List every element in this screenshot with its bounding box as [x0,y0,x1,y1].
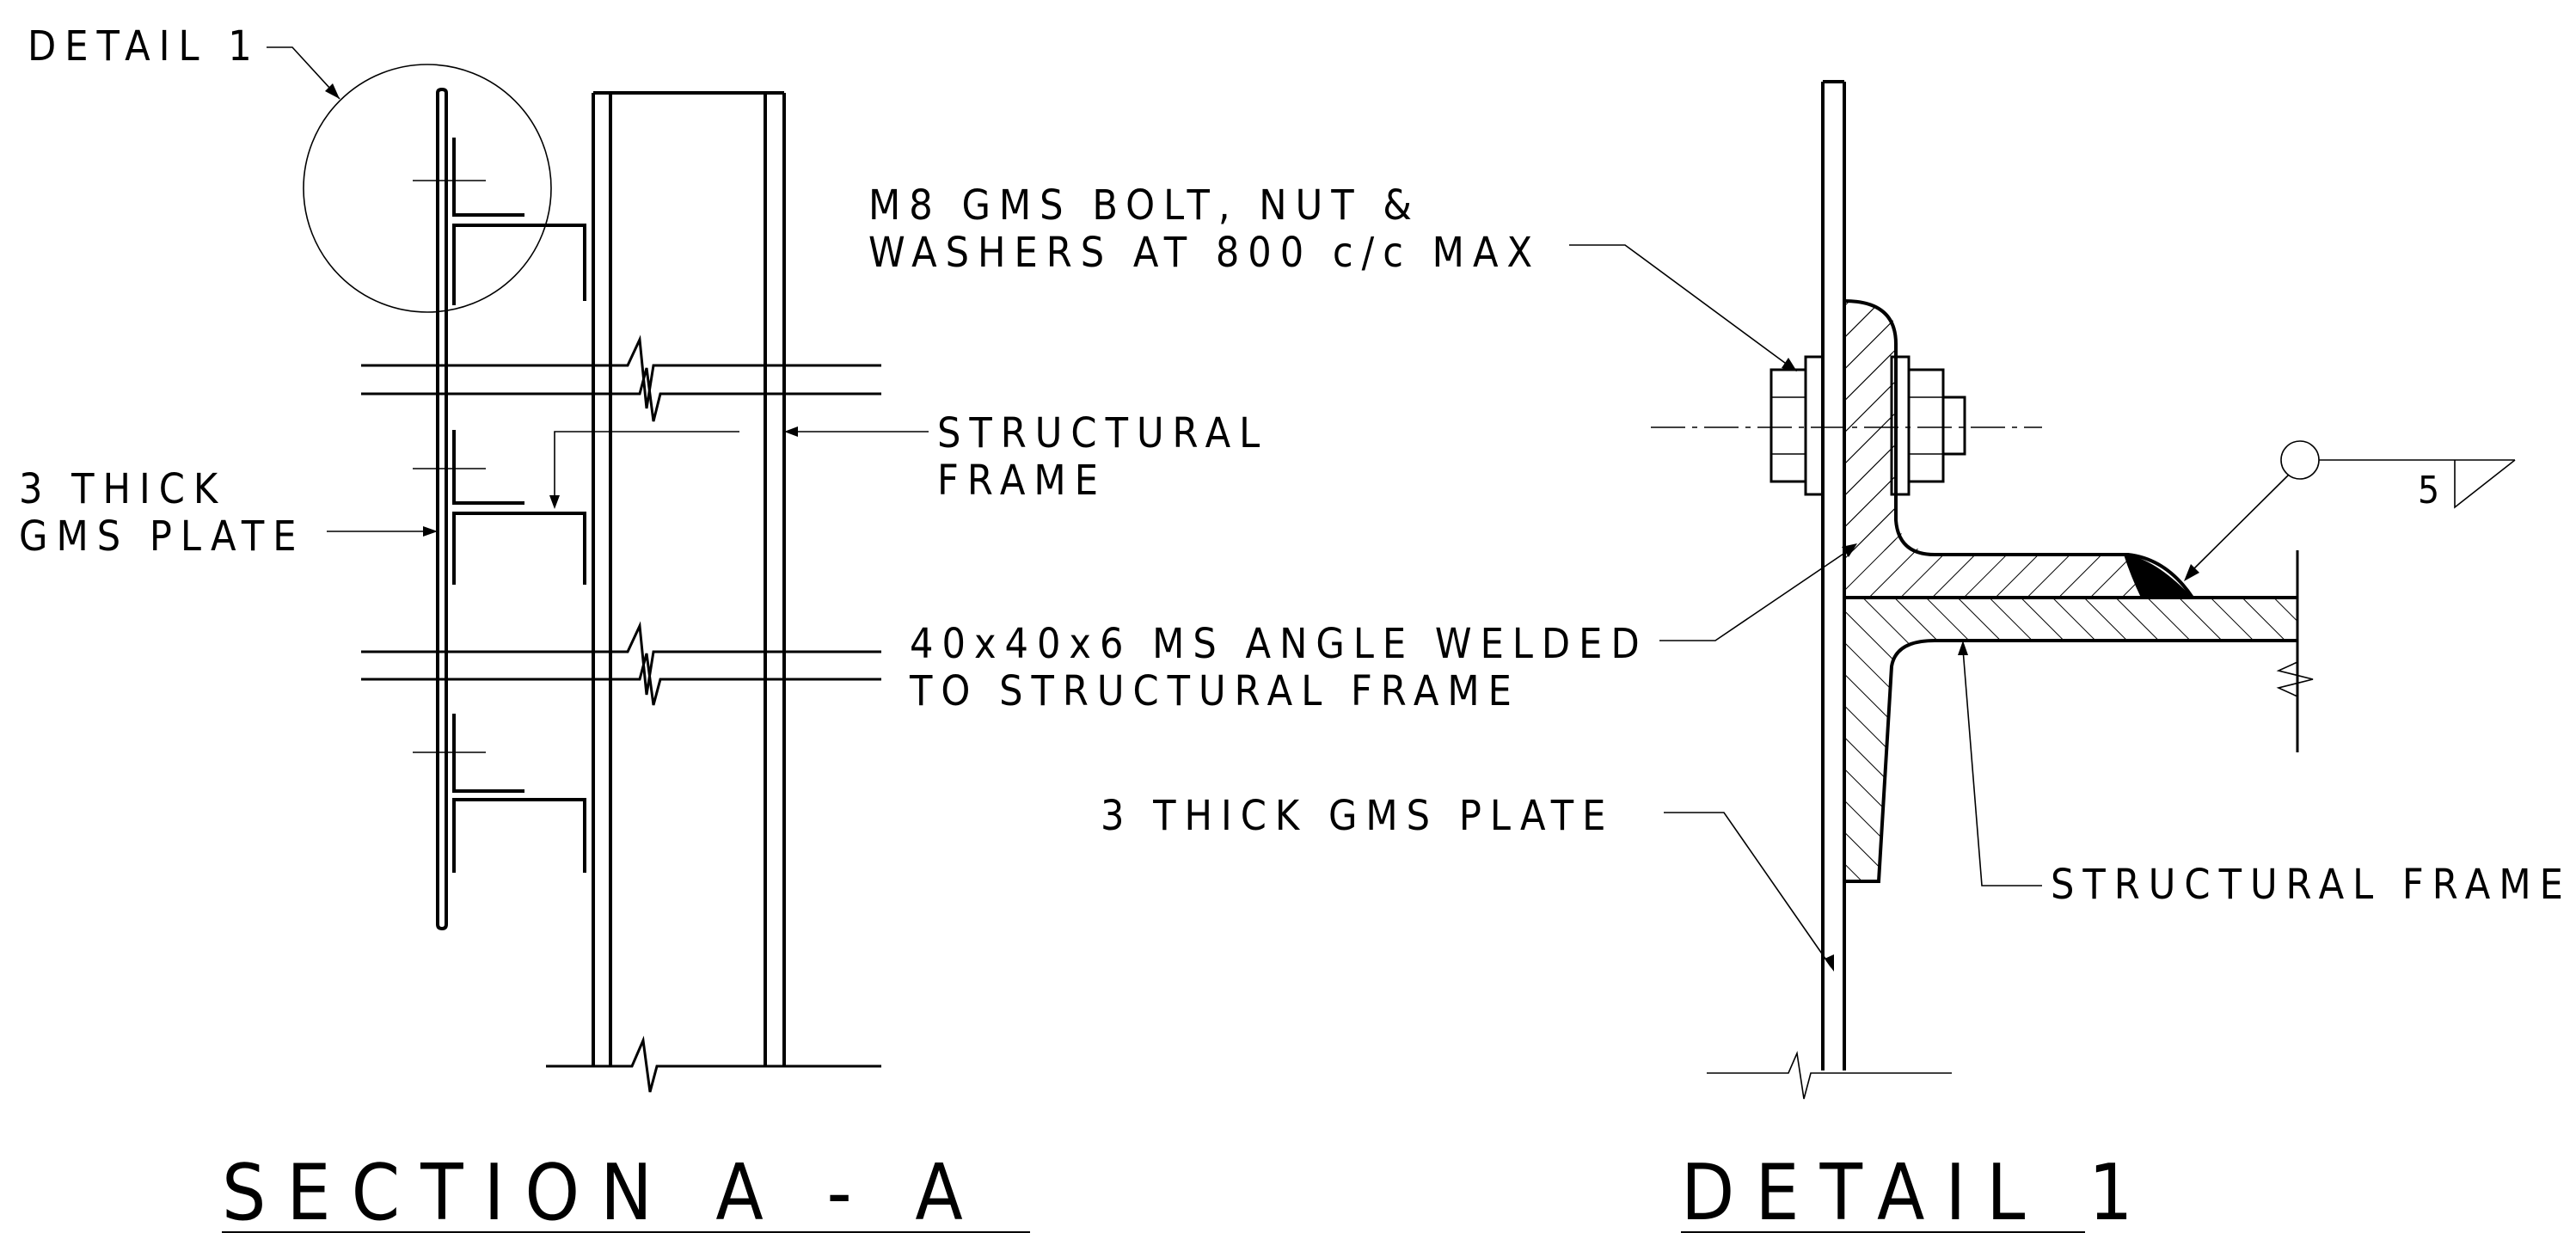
frame-leader-arrow [784,426,798,437]
angle-label-line2: TO STRUCTURAL FRAME [909,667,1520,715]
angle-leader-arrow [549,495,560,509]
angle-label-line1: 40x40x6 MS ANGLE WELDED [910,620,1648,668]
section-aa-title: SECTION A - A [222,1148,984,1233]
weld-size-label: 5 [2418,469,2448,512]
frame-label-line2: FRAME [937,457,1107,505]
bolt-label-line2: WASHERS AT 800 c/c MAX [868,229,1541,277]
bolt-assembly [1651,355,2042,496]
plate-label-line2: GMS PLATE [19,512,305,561]
cross-members [361,334,881,1093]
frame-leader-to-angle [554,431,739,500]
detail-1-view: 5 M8 GMS BOLT, NUT & WASHERS AT 800 c/c … [868,80,2572,1233]
detail-frame-label: STRUCTURAL FRAME [2051,861,2572,909]
angle-detail-leader [1659,549,1849,641]
structural-frame-section [592,91,786,1066]
weld-fillet [2124,555,2193,598]
plate-leader-arrow [423,526,438,537]
plate-label-line1: 3 THICK [19,465,226,513]
bolt-label-line1: M8 GMS BOLT, NUT & [868,181,1420,230]
detail-callout-leader [267,46,340,100]
detail-frame-leader [1962,648,2042,886]
detail-callout-label: DETAIL 1 [28,22,261,71]
detail-callout-circle [303,64,552,313]
detail-plate-leader [1664,812,1832,968]
angle-section-3 [413,714,586,873]
frame-label-line1: STRUCTURAL [937,409,1268,457]
detail-callout-arrow [325,83,340,99]
bolt-leader [1569,244,1789,366]
detail-plate-label: 3 THICK GMS PLATE [1101,792,1614,840]
section-aa-view: DETAIL 1 [19,22,1648,1233]
angle-section-1 [413,138,586,305]
structural-frame-detail [2276,550,2314,752]
angle-section-2 [413,430,586,585]
gms-plate-section [436,87,448,931]
weld-symbol: 5 [2184,440,2516,581]
detail-1-title: DETAIL 1 [1681,1148,2154,1233]
